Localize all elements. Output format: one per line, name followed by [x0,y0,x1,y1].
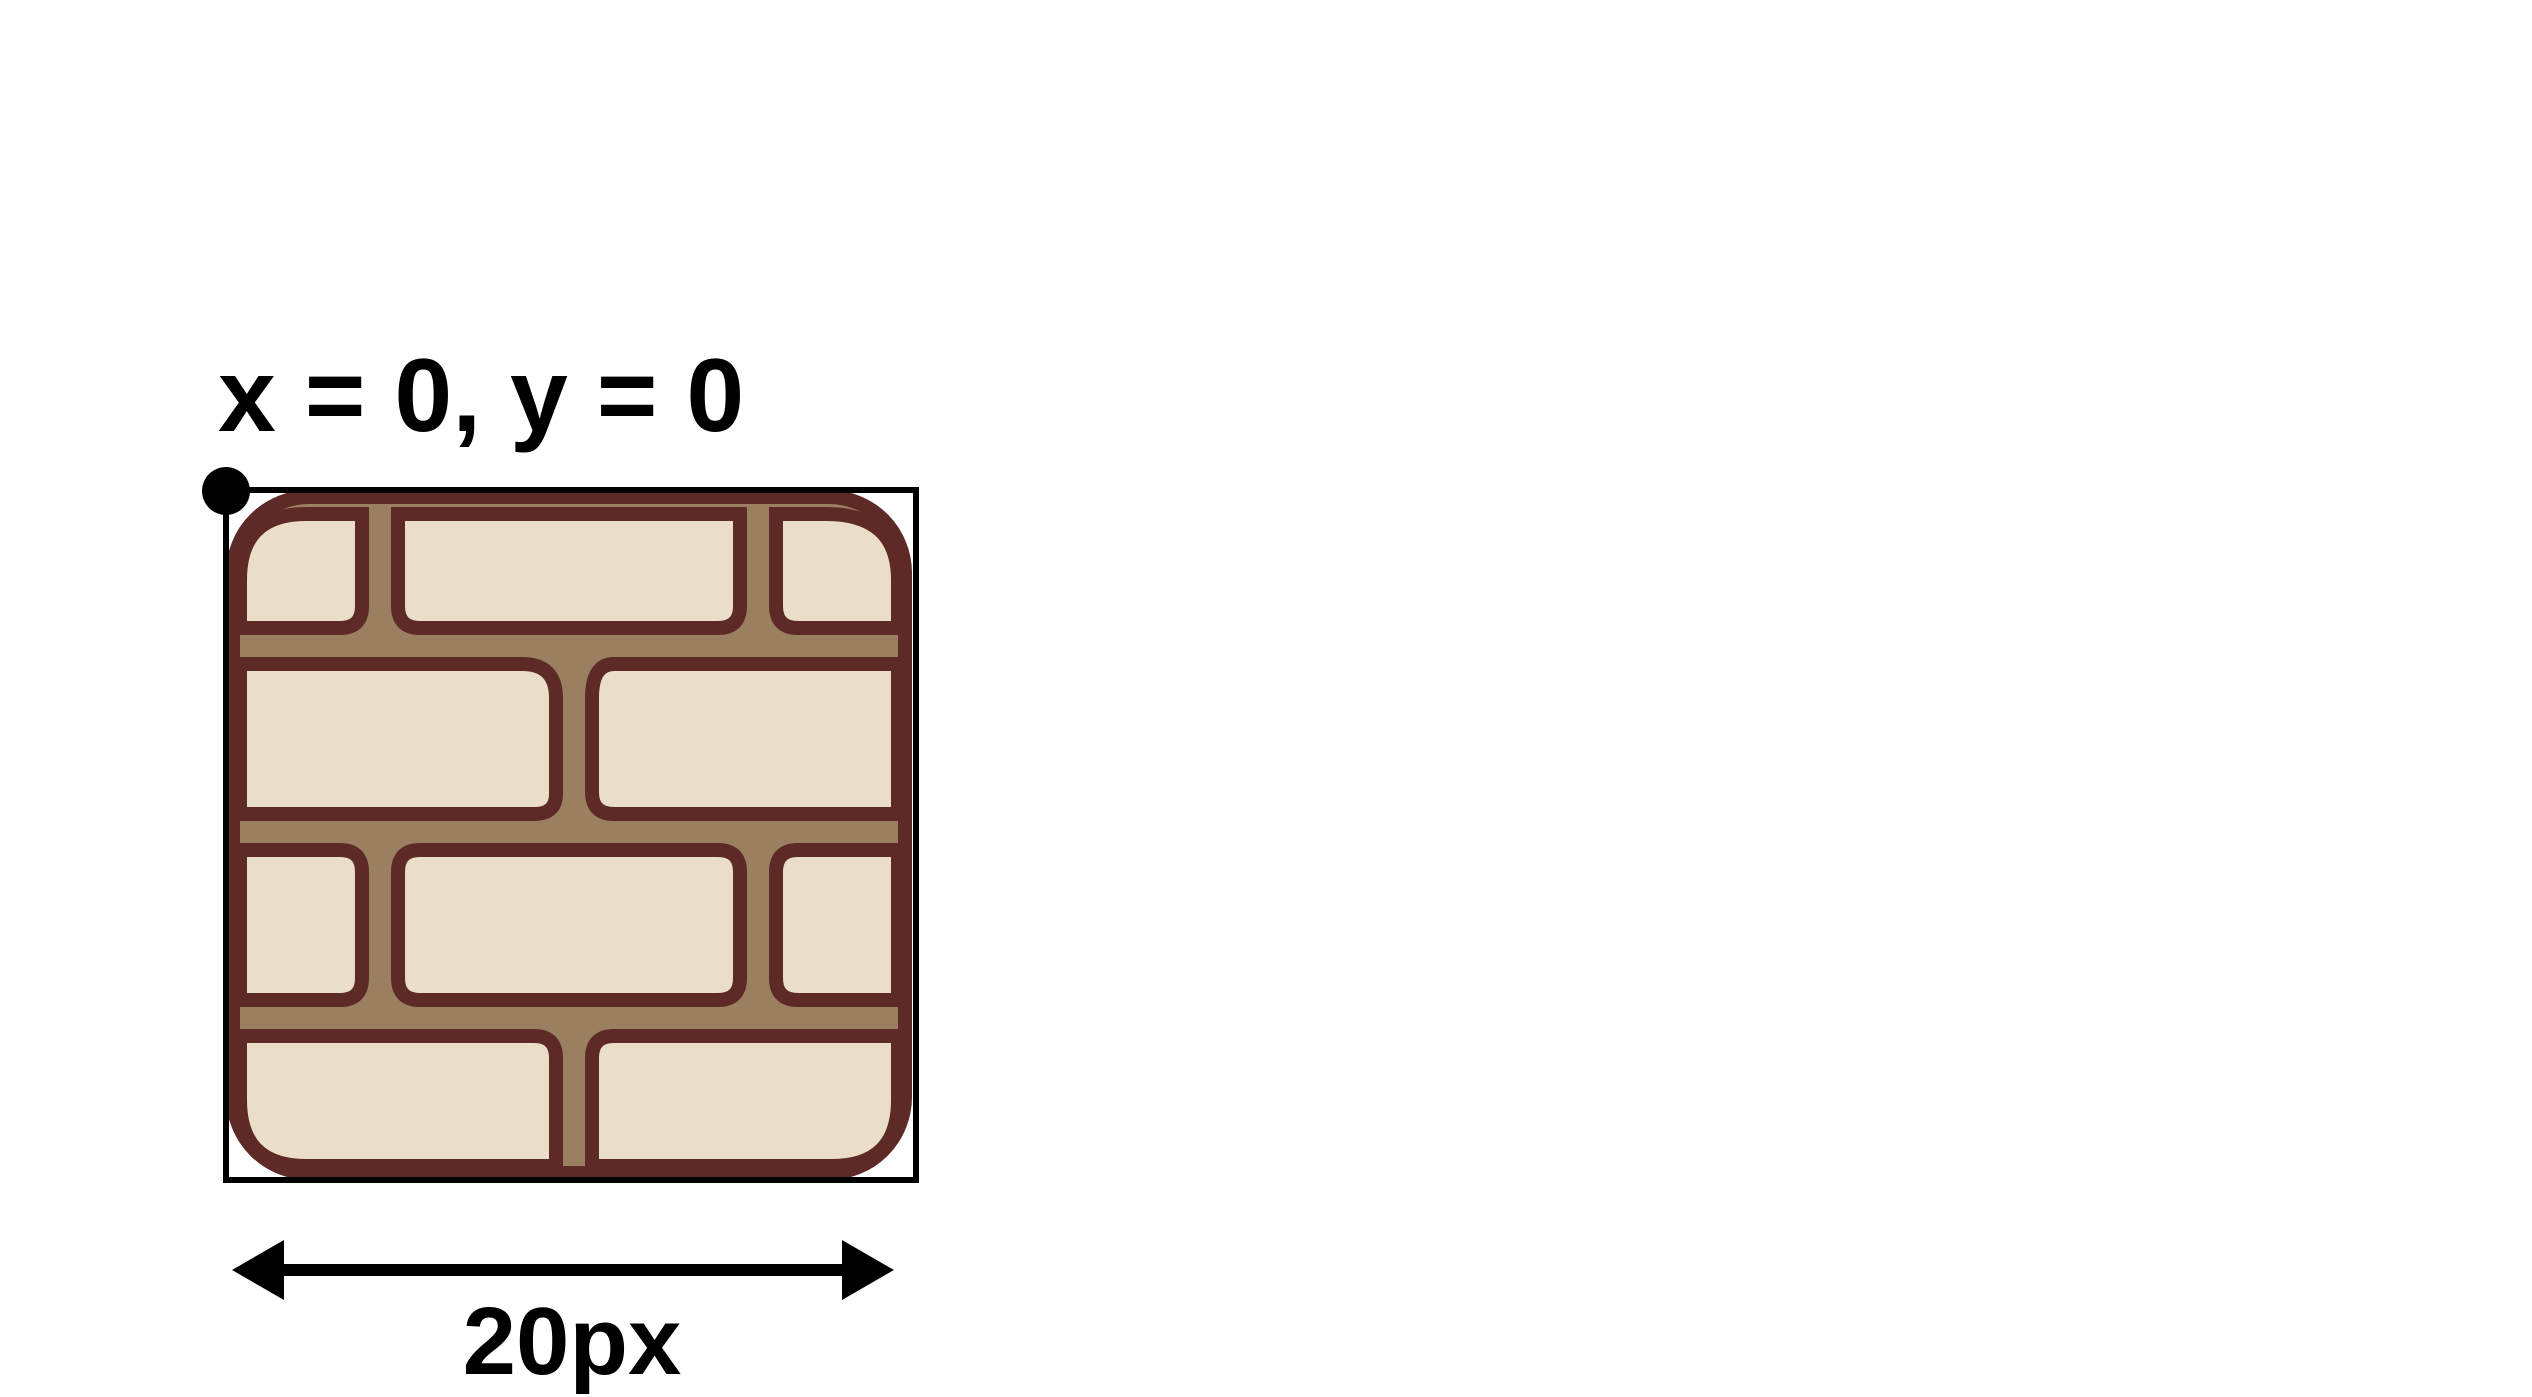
brick-row4-right [585,1029,905,1173]
brick-row3-center [391,843,747,1007]
origin-marker-dot [202,467,250,515]
tile-boundary-frame [223,487,919,1183]
brick-wall-tile [226,490,912,1180]
brick-row2-left [233,657,563,821]
brick-row1-center [391,507,747,635]
brick-row3-right [769,843,905,1007]
brick-row1-right [769,507,905,635]
brick-row1-left [233,507,369,635]
width-dimension-arrow [232,1240,894,1300]
brick-row4-left [233,1029,563,1173]
origin-coordinate-label: x = 0, y = 0 [218,338,744,454]
arrow-head-right [842,1240,894,1300]
brick-row2-right [585,657,905,821]
width-dimension-label: 20px [463,1288,682,1395]
brick-row3-left [233,843,369,1007]
arrow-head-left [232,1240,284,1300]
